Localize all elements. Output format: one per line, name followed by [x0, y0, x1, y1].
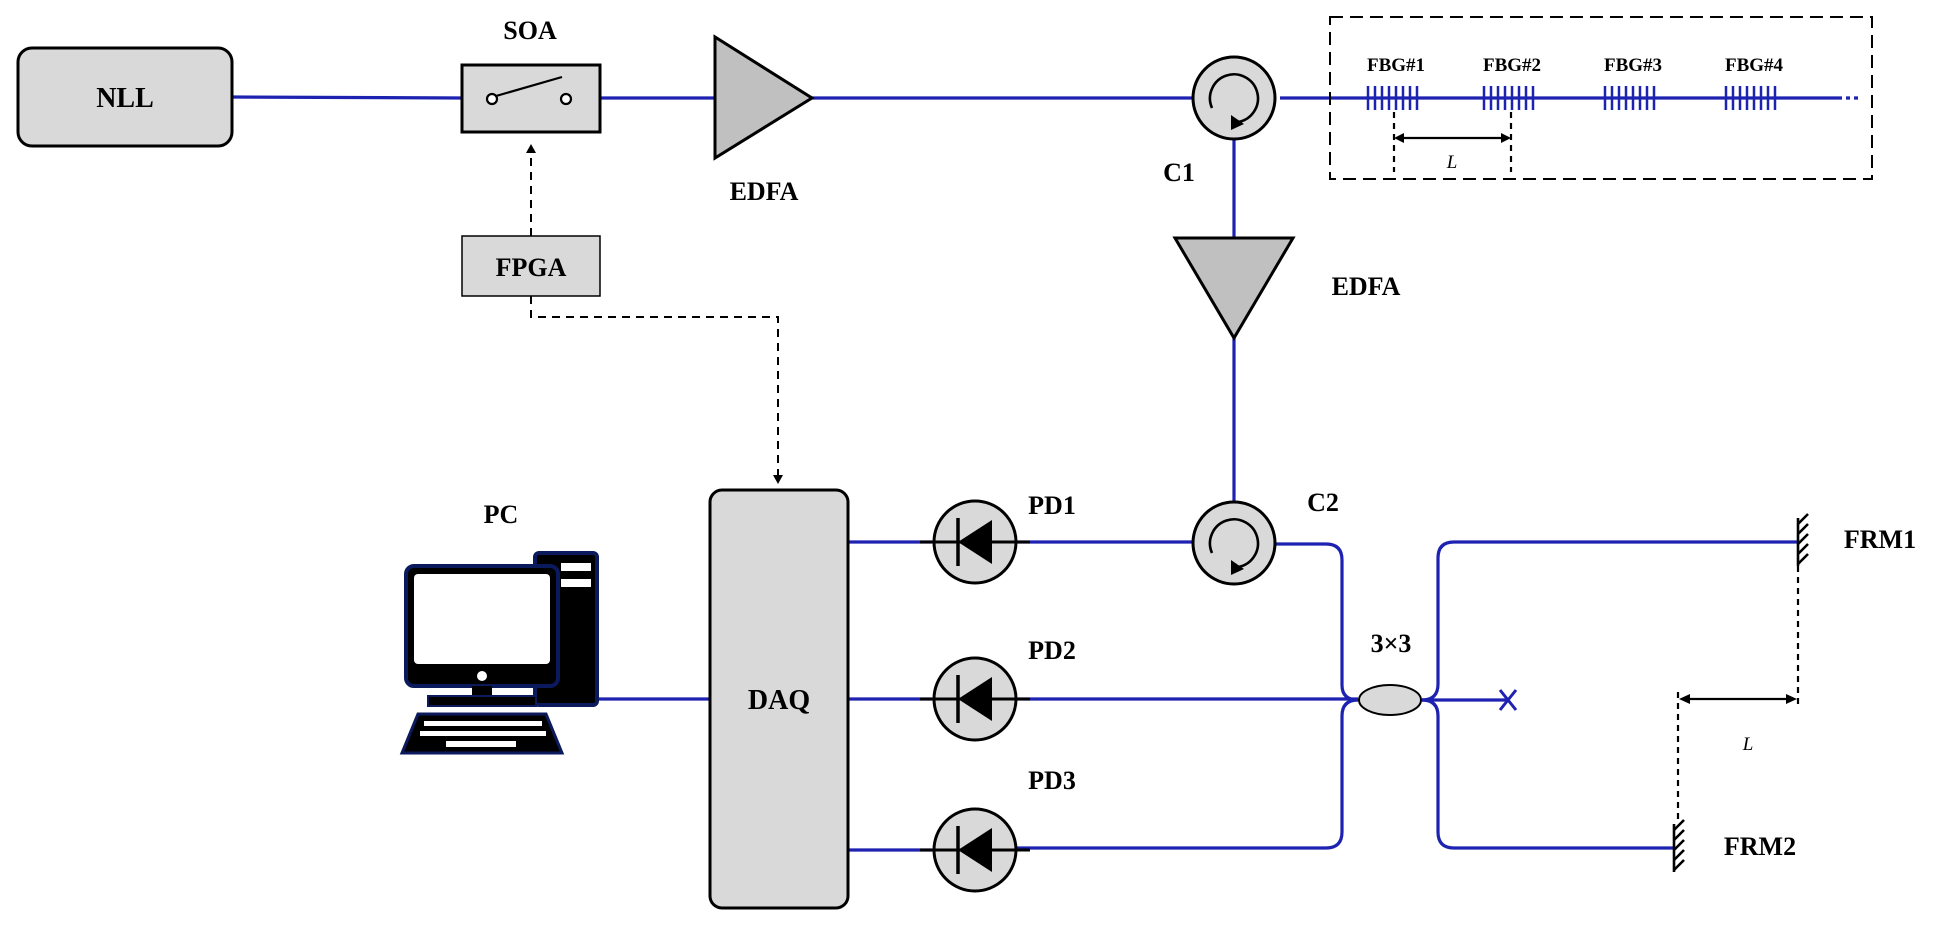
circulator-c1: C1: [1163, 55, 1277, 187]
control-lines: [526, 144, 783, 484]
frm2: FRM2: [1672, 819, 1796, 872]
frm1-label: FRM1: [1844, 525, 1916, 554]
fiber-lines: [231, 95, 1860, 852]
edfa-1-label: EDFA: [730, 177, 799, 206]
circulator-icon: [1208, 518, 1260, 575]
pd3-label: PD3: [1028, 766, 1076, 795]
fbg-4-label: FBG#4: [1725, 55, 1784, 76]
amplifier-triangle-icon: [713, 34, 815, 161]
circulator-icon: [1208, 73, 1260, 130]
pd2-label: PD2: [1028, 636, 1076, 665]
pd1-label: PD1: [1028, 491, 1076, 520]
length-bracket-right: [1676, 566, 1800, 824]
fbg-3-label: FBG#3: [1604, 55, 1662, 76]
photodiode-icon: [920, 518, 1030, 566]
fpga-box: FPGA: [461, 235, 601, 297]
frm1: FRM1: [1796, 513, 1916, 566]
c2-label: C2: [1307, 488, 1339, 517]
daq-box: DAQ: [708, 488, 850, 910]
photodiode-pd1: PD1: [920, 491, 1076, 585]
photodiode-icon: [920, 826, 1030, 874]
fbg-3: [1603, 86, 1656, 110]
mirror-icon: [1796, 513, 1809, 566]
soa-switch: SOA: [460, 16, 602, 134]
computer-icon: PC: [399, 500, 599, 755]
edfa-1: EDFA: [713, 34, 815, 206]
length-label-top: L: [1446, 152, 1458, 173]
fbg-1-label: FBG#1: [1367, 55, 1425, 76]
nll-label: NLL: [96, 83, 154, 114]
fbg-2: [1482, 86, 1535, 110]
nll-laser: NLL: [16, 46, 234, 148]
edfa-2-label: EDFA: [1332, 272, 1401, 301]
frm2-label: FRM2: [1724, 832, 1796, 861]
x-icon: [1498, 689, 1518, 711]
fbg-array: FBG#1 FBG#2 FBG#3 FBG#4 L: [1329, 16, 1873, 180]
fbg-1: [1366, 86, 1419, 110]
mirror-icon: [1672, 819, 1685, 872]
coupler-3x3: 3×3: [1358, 629, 1422, 716]
soa-label: SOA: [503, 16, 557, 45]
coupler-label: 3×3: [1371, 629, 1412, 658]
amplifier-triangle-icon: [1172, 236, 1296, 341]
circulator-c2: C2: [1191, 488, 1339, 586]
pc-label: PC: [484, 500, 519, 529]
length-label-right: L: [1742, 734, 1754, 755]
switch-icon: [485, 75, 573, 106]
fbg-4: [1724, 86, 1777, 110]
photodiode-pd2: PD2: [920, 636, 1076, 742]
c1-label: C1: [1163, 158, 1195, 187]
daq-label: DAQ: [748, 685, 810, 716]
photodiode-icon: [920, 675, 1030, 723]
length-bracket-top: [1392, 112, 1513, 172]
edfa-2: EDFA: [1172, 236, 1401, 341]
photodiode-pd3: PD3: [920, 766, 1076, 893]
fpga-label: FPGA: [496, 253, 567, 282]
fbg-2-label: FBG#2: [1483, 55, 1541, 76]
